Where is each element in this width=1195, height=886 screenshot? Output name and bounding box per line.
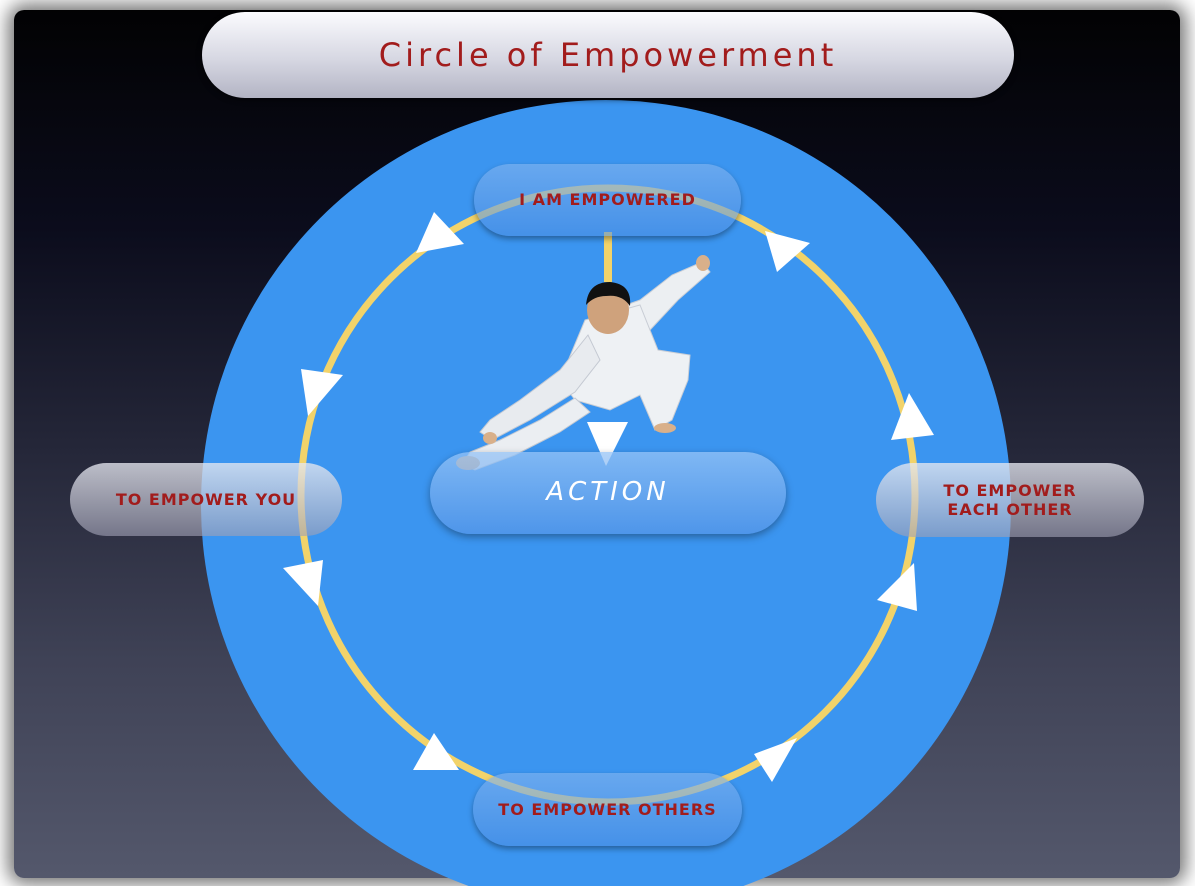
arrow-head	[891, 393, 934, 440]
arrow-head	[301, 369, 343, 416]
title-banner: Circle of Empowerment	[202, 12, 1014, 98]
node-label: TO EMPOWER EACH OTHER	[943, 481, 1076, 519]
node-to-empower-others: TO EMPOWER OTHERS	[473, 773, 742, 846]
arrow-head	[413, 733, 459, 770]
node-i-am-empowered: I AM EMPOWERED	[474, 164, 741, 236]
action-arrow-head	[587, 422, 628, 466]
node-action: ACTION	[430, 452, 786, 534]
arrow-head	[416, 212, 464, 253]
arrow-head	[877, 563, 917, 611]
node-label: TO EMPOWER YOU	[115, 489, 297, 509]
node-label-line: TO EMPOWER	[943, 480, 1077, 500]
arrow-head	[283, 560, 323, 606]
arrow-head	[754, 738, 797, 782]
node-to-empower-each-other: TO EMPOWER EACH OTHER	[876, 463, 1144, 537]
node-label: I AM EMPOWERED	[519, 190, 696, 210]
page-title: Circle of Empowerment	[378, 35, 838, 74]
arrow-head	[765, 231, 810, 272]
node-label: TO EMPOWER OTHERS	[498, 799, 717, 819]
node-to-empower-you: TO EMPOWER YOU	[70, 463, 342, 536]
action-label: ACTION	[546, 477, 670, 508]
node-label-line: EACH OTHER	[947, 500, 1073, 519]
